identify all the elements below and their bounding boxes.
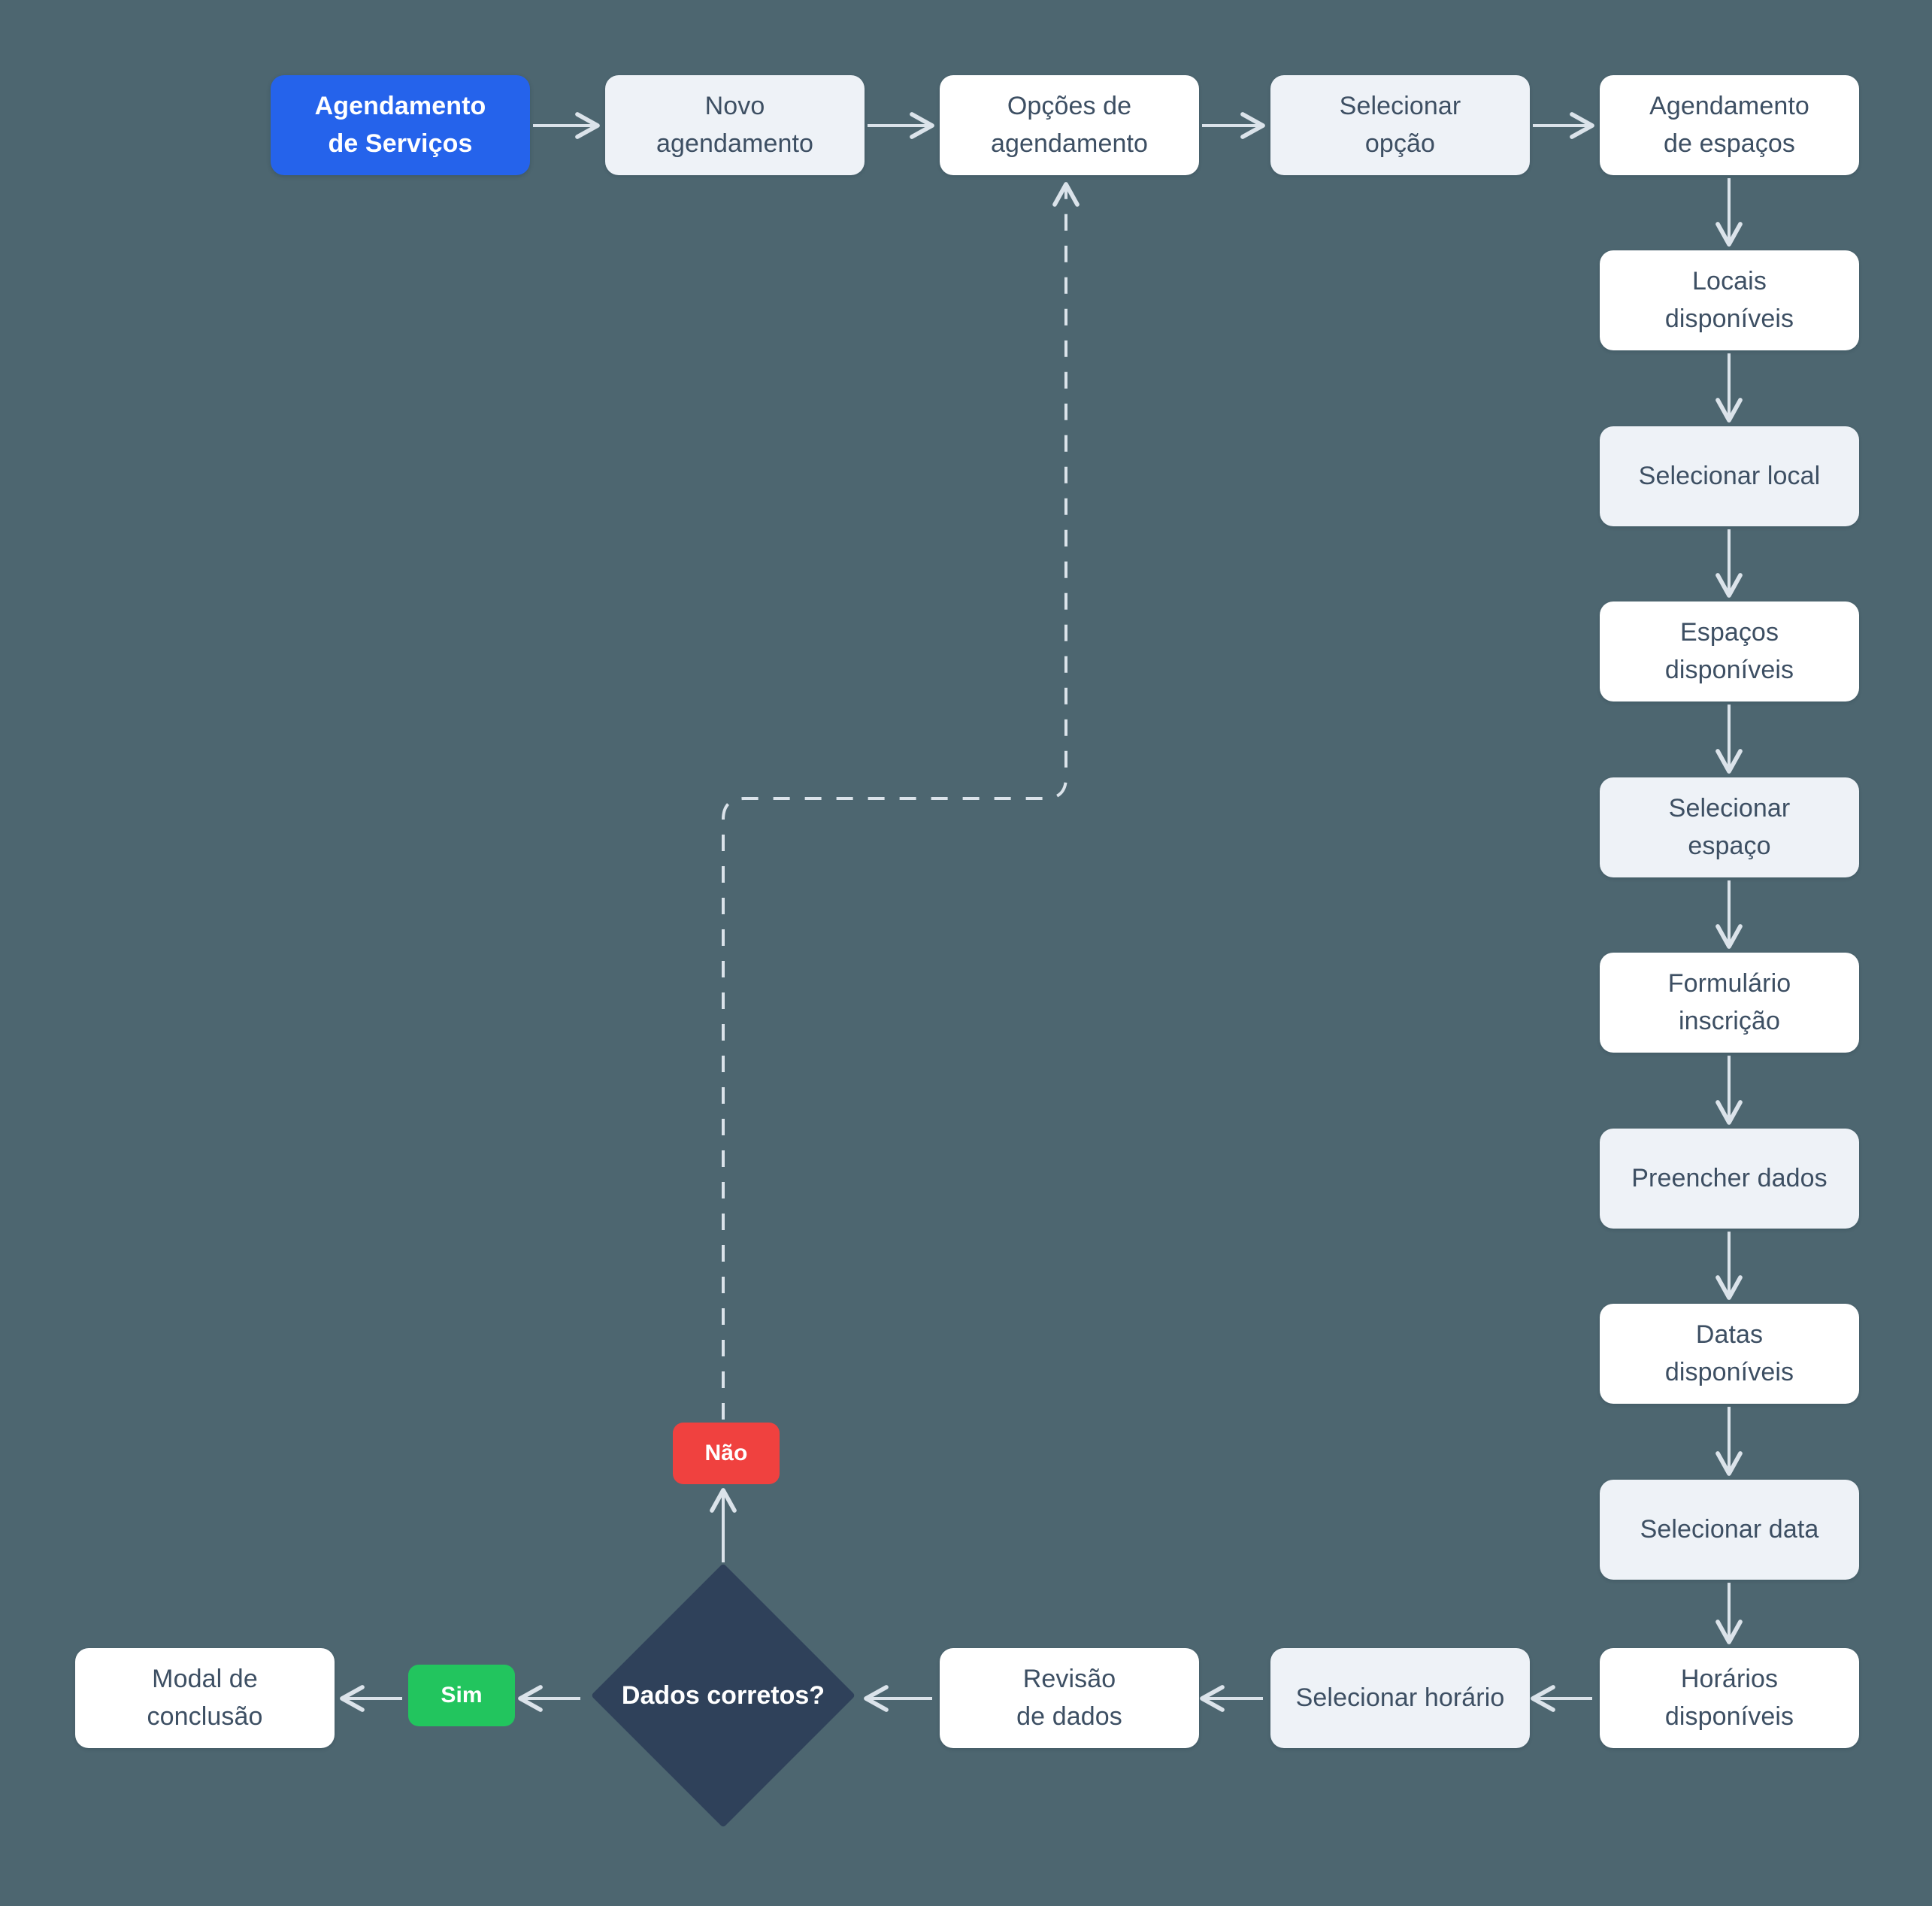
- edge-nao-to-opcoes-dashed: [722, 182, 1080, 1420]
- node-label: Selecionar data: [1640, 1514, 1819, 1544]
- node-label: Novo agendamento: [656, 92, 814, 158]
- node-label: Selecionar opção: [1339, 92, 1461, 158]
- node-datas-disponiveis[interactable]: Datas disponíveis: [1600, 1304, 1859, 1404]
- node-label: Locais disponíveis: [1664, 267, 1794, 333]
- node-label: Agendamento de Serviços: [314, 92, 486, 158]
- node-agendamento-de-servicos[interactable]: Agendamento de Serviços: [271, 75, 530, 175]
- node-label: Modal de conclusão: [147, 1665, 263, 1731]
- node-selecionar-local[interactable]: Selecionar local: [1600, 426, 1859, 526]
- decision-label: Dados corretos?: [621, 1680, 825, 1710]
- node-locais-disponiveis[interactable]: Locais disponíveis: [1600, 250, 1859, 350]
- edge-label-nao: Não: [673, 1423, 780, 1484]
- node-label: Agendamento de espaços: [1649, 92, 1809, 158]
- node-label: Selecionar local: [1638, 461, 1821, 490]
- edge-label-text: Não: [704, 1441, 748, 1466]
- node-selecionar-horario[interactable]: Selecionar horário: [1270, 1648, 1530, 1748]
- node-label: Datas disponíveis: [1664, 1320, 1794, 1386]
- node-selecionar-opcao[interactable]: Selecionar opção: [1270, 75, 1530, 175]
- node-label: Espaços disponíveis: [1664, 618, 1794, 684]
- node-novo-agendamento[interactable]: Novo agendamento: [605, 75, 865, 175]
- decision-dados-corretos[interactable]: Dados corretos?: [590, 1562, 856, 1829]
- edge-label-text: Sim: [441, 1683, 483, 1708]
- node-label: Horários disponíveis: [1664, 1665, 1794, 1731]
- node-agendamento-de-espacos[interactable]: Agendamento de espaços: [1600, 75, 1859, 175]
- node-opcoes-de-agendamento[interactable]: Opções de agendamento: [940, 75, 1199, 175]
- node-modal-de-conclusao[interactable]: Modal de conclusão: [75, 1648, 335, 1748]
- edge-label-sim: Sim: [408, 1665, 515, 1726]
- node-label: Selecionar espaço: [1668, 794, 1791, 860]
- node-label: Selecionar horário: [1295, 1683, 1505, 1712]
- node-selecionar-espaco[interactable]: Selecionar espaço: [1600, 777, 1859, 877]
- node-horarios-disponiveis[interactable]: Horários disponíveis: [1600, 1648, 1859, 1748]
- node-preencher-dados[interactable]: Preencher dados: [1600, 1129, 1859, 1229]
- node-label: Revisão de dados: [1016, 1665, 1122, 1731]
- node-selecionar-data[interactable]: Selecionar data: [1600, 1480, 1859, 1580]
- node-formulario-inscricao[interactable]: Formulário inscrição: [1600, 953, 1859, 1053]
- node-revisao-de-dados[interactable]: Revisão de dados: [940, 1648, 1199, 1748]
- node-label: Opções de agendamento: [990, 92, 1149, 158]
- node-label: Formulário inscrição: [1667, 969, 1791, 1035]
- node-label: Preencher dados: [1631, 1163, 1828, 1192]
- node-espacos-disponiveis[interactable]: Espaços disponíveis: [1600, 601, 1859, 701]
